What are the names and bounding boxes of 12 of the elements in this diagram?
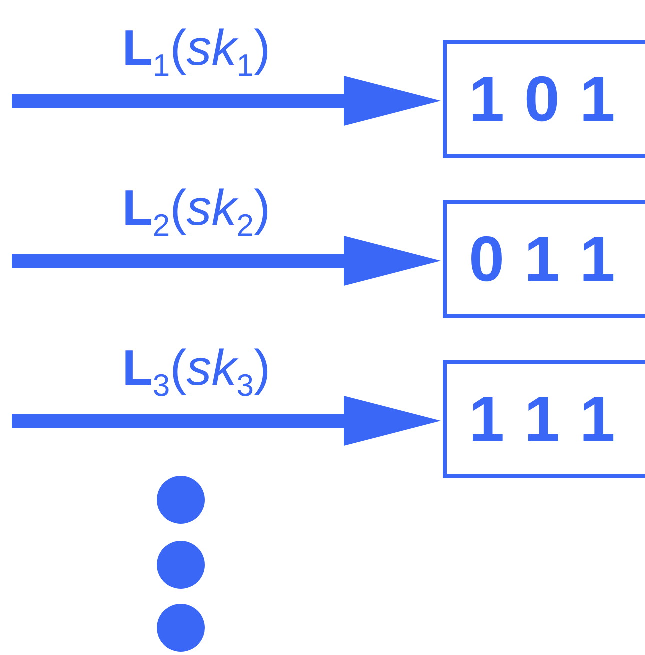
bit-string: 1 1 1 bbox=[469, 387, 616, 451]
arrow bbox=[12, 396, 441, 446]
bit-string: 0 1 1 bbox=[469, 227, 616, 291]
arrow bbox=[12, 236, 441, 286]
edge-label: L$_{3}$(sk$_{3}$) bbox=[122, 343, 271, 401]
bit-string: 1 0 1 bbox=[469, 67, 616, 131]
edge-label: L$_{1}$(sk$_{1}$) bbox=[122, 23, 271, 81]
edge-label: L$_{2}$(sk$_{2}$) bbox=[122, 183, 271, 241]
bit-string-box bbox=[443, 200, 645, 318]
bit-string-box bbox=[443, 40, 645, 158]
arrow bbox=[12, 76, 441, 126]
bit-string-box bbox=[443, 360, 645, 478]
